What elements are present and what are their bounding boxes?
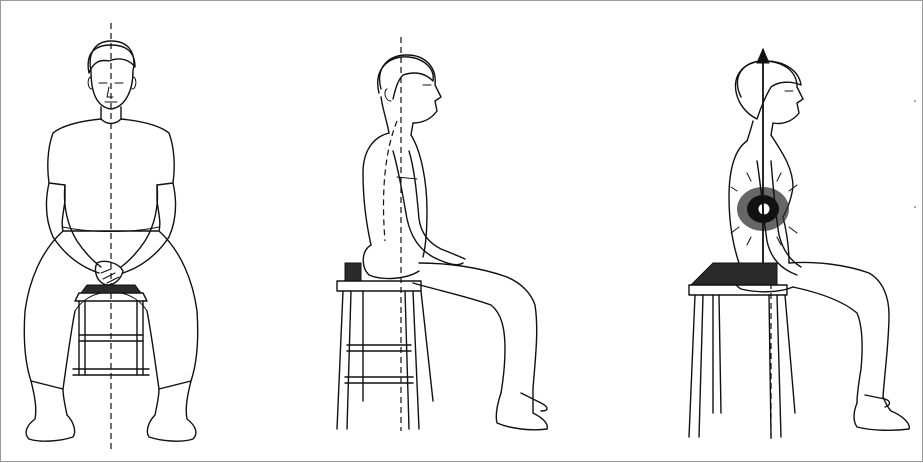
stool-leg-4 (421, 291, 433, 401)
left-foot (26, 381, 74, 441)
right-foot (147, 381, 195, 441)
stool-leg-1b (347, 291, 351, 429)
chest (411, 135, 427, 257)
leg-bottom (793, 287, 862, 403)
spine-line (384, 121, 398, 241)
neck-back (747, 121, 753, 141)
arm (393, 151, 463, 265)
fingers (101, 269, 119, 283)
stool-leg-3b (777, 295, 781, 437)
left-arm-inner (65, 185, 102, 267)
neck-back (381, 97, 389, 133)
right-arm (123, 183, 176, 273)
hips (363, 245, 419, 278)
foot-far (521, 393, 547, 411)
head (90, 41, 134, 109)
stool-leg-4 (785, 295, 795, 413)
stool-seat-top (81, 285, 141, 293)
hair (378, 57, 434, 99)
right-arm-inner (121, 185, 158, 267)
speck (914, 100, 916, 102)
stool-seat (337, 281, 421, 291)
hair (735, 61, 801, 119)
nose (107, 87, 113, 97)
side-view-woman-figure (689, 49, 909, 441)
ear (385, 89, 391, 101)
stool-leg-1 (337, 291, 343, 429)
head (380, 55, 441, 135)
side-stool-man (337, 263, 433, 429)
foot-near (496, 389, 547, 430)
foot-far (865, 395, 890, 407)
stool-seat-shade (345, 263, 361, 281)
front-view-figure (24, 23, 198, 449)
stool-seat-top (691, 263, 777, 285)
leg-top (419, 263, 537, 389)
stool-leg-1b (699, 295, 703, 437)
leg-top (789, 262, 889, 397)
stool-leg-1 (689, 295, 695, 437)
stool-leg-2b (719, 295, 721, 413)
axis-arrow-up (757, 49, 769, 63)
left-arm (46, 183, 99, 273)
back (363, 133, 389, 245)
stool-leg-2 (405, 291, 409, 429)
head (737, 61, 803, 135)
side-view-man-figure (337, 37, 547, 431)
stool-leg-2b (413, 291, 419, 429)
foot-near (854, 397, 909, 430)
speck (914, 206, 916, 208)
